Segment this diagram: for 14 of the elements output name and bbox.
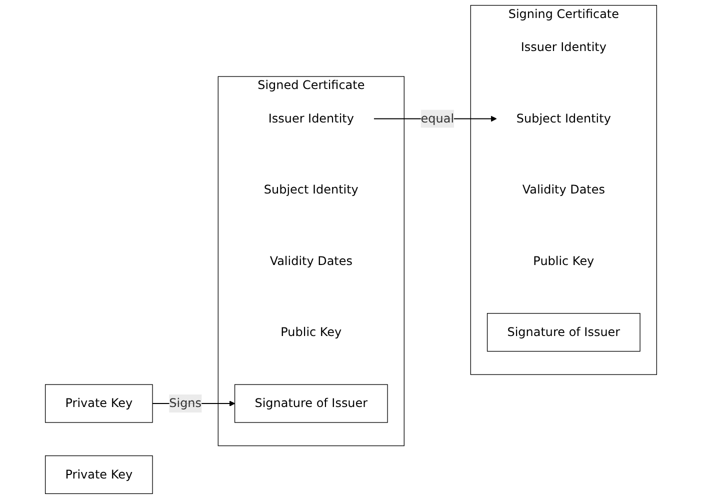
edge-label: equal (420, 112, 454, 126)
node-text: Subject Identity (516, 112, 611, 126)
node-box: Private Key (45, 455, 153, 494)
node-text: Public Key (280, 325, 342, 340)
node-box: Signature of Issuer (234, 384, 388, 423)
edge-label: Signs (169, 396, 202, 411)
node-box: Private Key (45, 384, 153, 423)
node-text: Subject Identity (264, 182, 358, 197)
node-text: Issuer Identity (520, 40, 606, 55)
node-text: Validity Dates (270, 254, 352, 268)
node-text: Public Key (533, 254, 594, 268)
node-text: Issuer Identity (268, 112, 354, 126)
node-text: Validity Dates (522, 182, 605, 197)
node-box: Signature of Issuer (486, 313, 640, 352)
